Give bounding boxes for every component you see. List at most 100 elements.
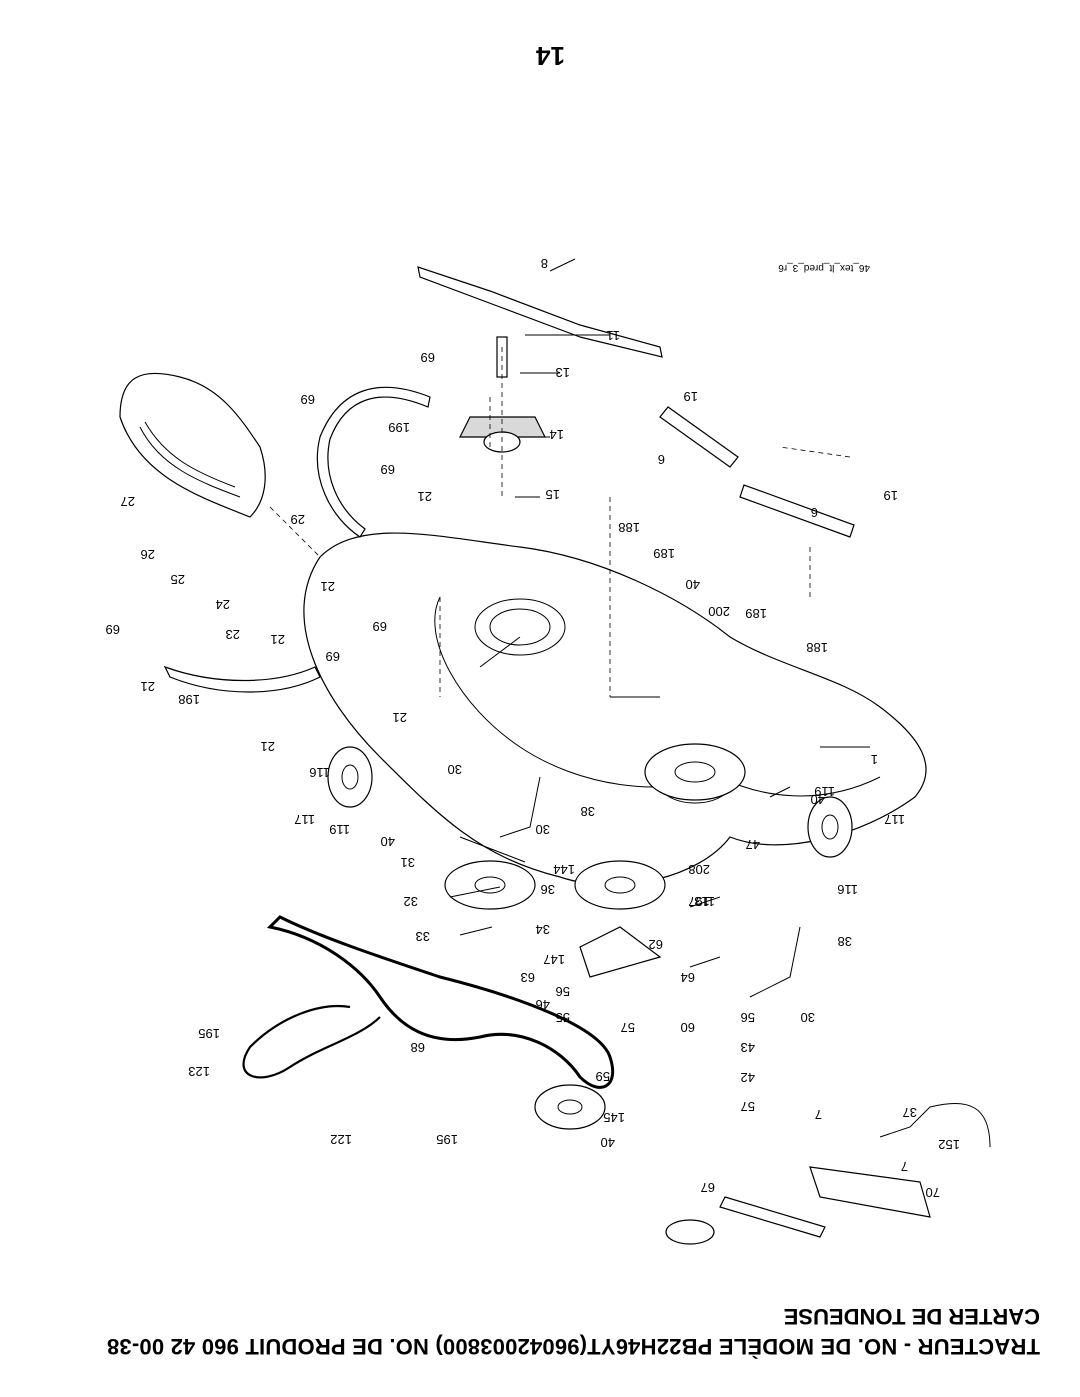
callout-69d: 69: [372, 619, 387, 634]
callout-38b: 38: [837, 934, 852, 949]
callout-31: 31: [400, 855, 415, 870]
callout-68: 68: [410, 1040, 425, 1055]
callout-47: 47: [745, 837, 760, 852]
spindle-housing: [459, 416, 546, 438]
rear-link-rod: [749, 926, 801, 998]
callout-119b: 119: [814, 784, 835, 799]
callout-69a: 69: [420, 350, 435, 365]
callout-197: 197: [688, 894, 710, 909]
belt-guard: [163, 665, 321, 693]
callout-8: 8: [540, 256, 548, 271]
callout-30c: 30: [800, 1010, 815, 1025]
callout-37: 37: [902, 1105, 917, 1120]
callout-64: 64: [680, 970, 695, 985]
callout-26: 26: [140, 547, 155, 562]
callout-199: 199: [388, 420, 410, 435]
callout-19b: 19: [883, 488, 898, 503]
callout-69f: 69: [325, 649, 340, 664]
knob: [665, 1219, 715, 1245]
callout-21e: 21: [392, 710, 407, 725]
idler-pulley-32: [444, 860, 536, 910]
callout-195a: 195: [198, 1026, 220, 1041]
callout-19a: 19: [683, 389, 698, 404]
callout-69b: 69: [300, 392, 315, 407]
callout-46: 46: [535, 997, 550, 1012]
callout-43: 43: [740, 1040, 755, 1055]
drive-belt: [266, 915, 615, 1089]
callout-57b: 57: [740, 1099, 755, 1114]
callout-60: 60: [680, 1020, 695, 1035]
deck-pulley: [644, 743, 746, 801]
callout-152: 152: [938, 1137, 960, 1152]
callout-122: 122: [330, 1132, 352, 1147]
callout-59: 59: [595, 1069, 610, 1084]
callout-30a: 30: [447, 762, 462, 777]
callout-15: 15: [545, 487, 560, 502]
idler-pulley-36: [574, 860, 666, 910]
callout-6b: 6: [810, 505, 818, 520]
callout-123: 123: [188, 1064, 210, 1079]
callout-116a: 116: [309, 765, 330, 780]
callout-25: 25: [170, 572, 185, 587]
callout-57a: 57: [620, 1020, 635, 1035]
callout-40d: 40: [600, 1135, 615, 1150]
callout-55: 55: [555, 1010, 570, 1025]
height-adjust-bracket: [809, 1166, 931, 1218]
callout-42: 42: [740, 1070, 755, 1085]
callout-117b: 117: [884, 812, 905, 827]
callout-116b: 116: [837, 882, 858, 897]
callout-69e: 69: [105, 622, 120, 637]
callout-198: 198: [178, 692, 200, 707]
callout-32: 32: [403, 894, 418, 909]
callout-23: 23: [225, 627, 240, 642]
callout-188a: 188: [618, 520, 640, 535]
callout-38a: 38: [580, 804, 595, 819]
callout-24: 24: [215, 597, 230, 612]
callout-144: 144: [553, 862, 575, 877]
idler-arm: [579, 926, 662, 978]
gauge-wheel-left: [807, 796, 853, 858]
callout-21b: 21: [320, 579, 335, 594]
callout-147: 147: [543, 952, 565, 967]
callout-29: 29: [290, 512, 305, 527]
deflector-bracket: [316, 386, 431, 538]
callout-30b: 30: [535, 822, 550, 837]
callout-36: 36: [540, 882, 555, 897]
callout-7a: 7: [814, 1107, 822, 1122]
mower-blade: [417, 266, 663, 358]
callout-6a: 6: [657, 452, 665, 467]
callout-69c: 69: [380, 462, 395, 477]
idler-pulley-145: [534, 1084, 606, 1130]
callout-21a: 21: [417, 489, 432, 504]
callout-117a: 117: [294, 812, 315, 827]
callout-189b: 189: [745, 606, 767, 621]
gauge-wheel-right: [327, 746, 373, 808]
callout-7b: 7: [900, 1159, 908, 1174]
callout-195b: 195: [436, 1132, 458, 1147]
page-number: 14: [536, 41, 565, 71]
callout-11: 11: [606, 328, 621, 343]
callout-56b: 56: [740, 1010, 755, 1025]
callout-34: 34: [535, 922, 550, 937]
callout-56a: 56: [555, 984, 570, 999]
discharge-chute: [119, 372, 266, 518]
front-link-rod: [499, 776, 541, 838]
callout-27: 27: [120, 494, 135, 509]
callout-40c: 40: [380, 834, 395, 849]
callout-145: 145: [603, 1110, 625, 1125]
callout-63: 63: [520, 970, 535, 985]
callout-62: 62: [648, 937, 663, 952]
callout-21c: 21: [270, 632, 285, 647]
callout-21f: 21: [260, 739, 275, 754]
hanger-bracket-upper: [659, 406, 739, 468]
callout-208: 208: [688, 862, 710, 877]
callout-33: 33: [415, 929, 430, 944]
drawing-reference: 46_tex_lt_pred_3_r6: [778, 262, 870, 273]
callout-13: 13: [555, 365, 570, 380]
callout-188b: 188: [806, 640, 828, 655]
callout-200: 200: [708, 604, 730, 619]
callout-21d: 21: [140, 679, 155, 694]
callout-1: 1: [870, 752, 878, 767]
